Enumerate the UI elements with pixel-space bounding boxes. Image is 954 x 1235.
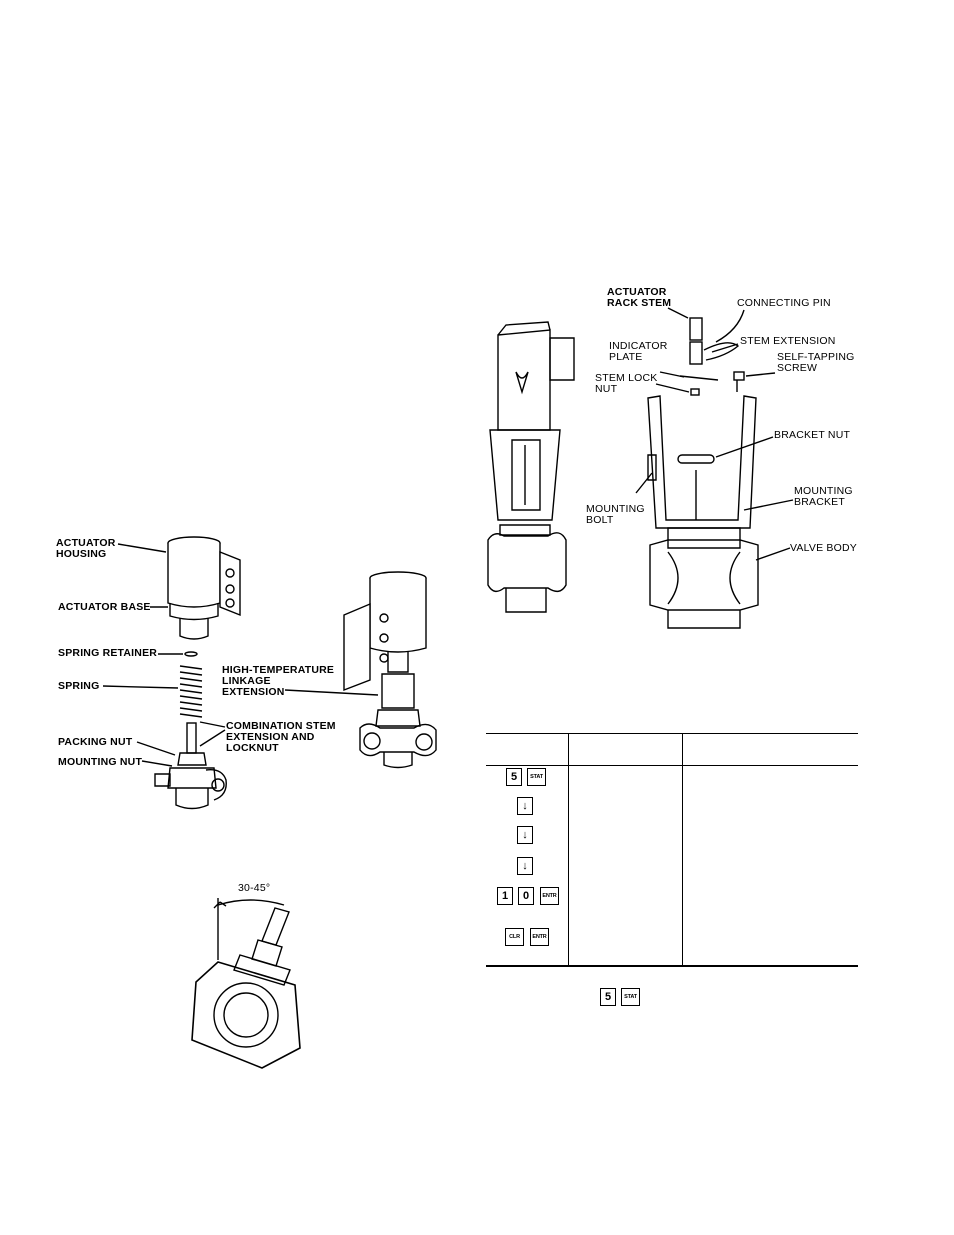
label-self-tapping-screw: SELF-TAPPING SCREW — [777, 351, 855, 374]
label-mounting-nut: MOUNTING NUT — [58, 756, 143, 768]
label-indicator-plate: INDICATOR PLATE — [609, 340, 668, 363]
label-connecting-pin: CONNECTING PIN — [737, 297, 831, 309]
key-entr-2: ENTR — [530, 928, 549, 946]
key-stat: STAT — [527, 768, 546, 786]
label-spring: SPRING — [58, 680, 100, 692]
footer-key-stat: STAT — [621, 988, 640, 1006]
label-angle: 30-45° — [238, 882, 271, 894]
footer-key-5: 5 — [600, 988, 616, 1006]
key-down-arrow-1: ↓ — [517, 797, 533, 815]
key-down-arrow-2: ↓ — [517, 826, 533, 844]
label-bracket-nut: BRACKET NUT — [774, 429, 851, 441]
table-header-rule — [486, 765, 858, 767]
key-5: 5 — [506, 768, 522, 786]
label-spring-retainer: SPRING RETAINER — [58, 647, 158, 659]
label-stem-extension: STEM EXTENSION — [740, 335, 836, 347]
label-actuator-housing: ACTUATOR HOUSING — [56, 537, 116, 560]
table-top-rule — [486, 733, 858, 735]
label-actuator-base: ACTUATOR BASE — [58, 601, 151, 613]
label-stem-lock-nut: STEM LOCK NUT — [595, 372, 658, 395]
table-col-divider-2 — [682, 733, 684, 966]
label-mounting-bracket: MOUNTING BRACKET — [794, 485, 853, 508]
label-actuator-rack-stem: ACTUATOR RACK STEM — [607, 286, 672, 309]
label-packing-nut: PACKING NUT — [58, 736, 133, 748]
label-valve-body: VALVE BODY — [790, 542, 857, 554]
key-clr: CLR — [505, 928, 524, 946]
table-bottom-rule — [486, 965, 858, 968]
key-0: 0 — [518, 887, 534, 905]
label-high-temp-linkage: HIGH-TEMPERATURE LINKAGE EXTENSION — [222, 664, 335, 698]
key-1: 1 — [497, 887, 513, 905]
key-down-arrow-3: ↓ — [517, 857, 533, 875]
label-combination-stem: COMBINATION STEM EXTENSION AND LOCKNUT — [226, 720, 336, 754]
table-col-divider-1 — [568, 733, 570, 966]
label-mounting-bolt: MOUNTING BOLT — [586, 503, 645, 526]
key-entr: ENTR — [540, 887, 559, 905]
